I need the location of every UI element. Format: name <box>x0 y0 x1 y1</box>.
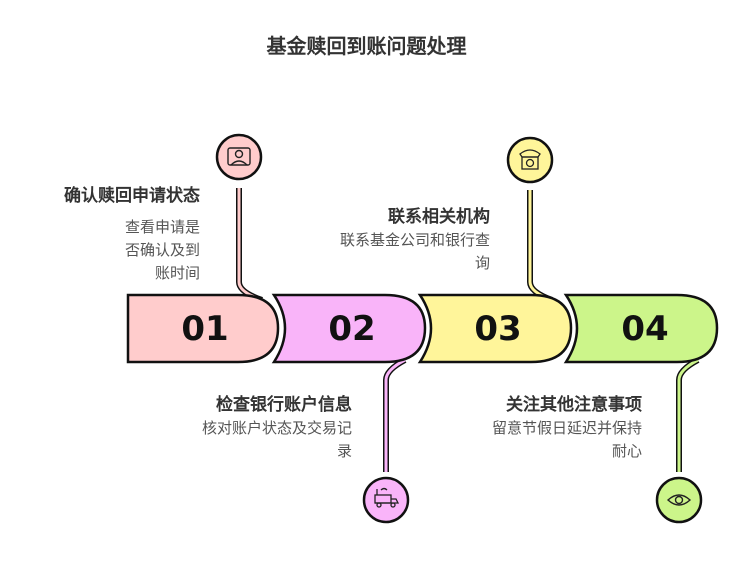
segment-4 <box>563 293 719 364</box>
connector-2 <box>383 357 407 472</box>
step-3-text: 联系相关机构 联系基金公司和银行查询 <box>330 206 490 275</box>
telephone-icon <box>519 149 541 170</box>
step-number-3: 03 <box>474 309 521 349</box>
step-1-title: 确认赎回申请状态 <box>64 186 200 206</box>
step-3-desc: 联系基金公司和银行查询 <box>339 231 490 272</box>
step-4-title: 关注其他注意事项 <box>506 395 642 415</box>
connector-3 <box>527 190 554 303</box>
step-3-title: 联系相关机构 <box>388 207 490 227</box>
step-number-2: 02 <box>328 309 375 349</box>
connector-1 <box>236 188 264 303</box>
step-2-text: 检查银行账户信息 核对账户状态及交易记录 <box>190 394 352 463</box>
step-2-desc: 核对账户状态及交易记录 <box>201 419 352 460</box>
connector-4 <box>676 357 700 472</box>
segment-3 <box>417 293 573 364</box>
step-1-desc: 查看申请是否确认及到账时间 <box>124 218 200 282</box>
diagram-title: 基金赎回到账问题处理 <box>266 34 467 58</box>
step-4-text: 关注其他注意事项 留意节假日延迟并保持耐心 <box>480 394 642 463</box>
eye-icon <box>666 494 692 506</box>
step-2-title: 检查银行账户信息 <box>216 395 352 415</box>
step-number-4: 04 <box>621 309 668 349</box>
vehicle-icon <box>374 487 400 508</box>
step-4-desc: 留意节假日延迟并保持耐心 <box>491 419 642 460</box>
segment-1 <box>126 293 280 364</box>
step-1-text: 确认赎回申请状态 查看申请是否确认及到账时间 <box>20 185 200 285</box>
step-number-1: 01 <box>181 309 228 349</box>
user-portrait-icon <box>227 147 251 166</box>
segment-2 <box>271 293 427 364</box>
